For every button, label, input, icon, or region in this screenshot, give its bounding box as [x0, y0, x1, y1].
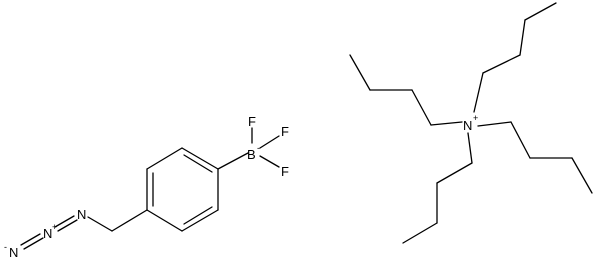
boron-fluorine-bond: [259, 135, 280, 149]
ring-bond: [181, 147, 219, 170]
charge-boron: -: [257, 143, 260, 153]
butyl-chain-bond: [477, 121, 512, 127]
butyl-chain-bond: [482, 54, 521, 74]
atom-label-nitrogen: N: [43, 226, 52, 241]
atom-label-nitrogen: N: [77, 207, 86, 222]
azide-double-bond: [23, 237, 44, 250]
butyl-chain-bond: [524, 2, 557, 21]
boron-fluorine-bond: [259, 155, 280, 168]
butyl-chain-bond: [519, 19, 526, 56]
atom-label-fluorine: F: [281, 124, 289, 139]
ring-methylene-bond: [111, 209, 148, 232]
ring-double-bond: [183, 206, 213, 225]
butyl-chain-bond: [467, 132, 473, 164]
methylene-nitrogen-bond: [87, 216, 113, 232]
ring-boron-bond: [217, 152, 249, 170]
charge-nitrogen: +: [52, 222, 57, 232]
ring-bond: [146, 147, 183, 170]
benzene-ring: [146, 147, 219, 232]
atom-label-nitrogen: N: [9, 245, 18, 260]
butyl-chain-bond: [510, 121, 531, 159]
atom-label-fluorine: F: [281, 164, 289, 179]
ring-bond: [146, 209, 183, 232]
atom-label-fluorine: F: [248, 114, 256, 129]
butyl-chain-bond: [349, 54, 371, 91]
atom-label-boron: B: [247, 147, 256, 162]
azide-double-bond: [57, 219, 78, 232]
butyl-chain-bond: [402, 222, 438, 244]
ring-double-bond: [183, 154, 213, 173]
butyl-chain-bond: [571, 157, 593, 194]
butyl-chain-bond: [473, 72, 484, 113]
charge-nitrogen: +: [473, 113, 478, 123]
azide-double-bond: [54, 215, 75, 228]
cation-molecule: N +: [349, 2, 593, 244]
ring-bond: [181, 209, 219, 232]
butyl-chain-bond: [430, 121, 463, 126]
atom-label-nitrogen: N: [463, 118, 472, 133]
charge-nitrogen: -: [4, 242, 7, 252]
butyl-chain-bond: [411, 89, 432, 126]
butyl-chain-bond: [436, 162, 473, 184]
azide-double-bond: [20, 233, 41, 246]
anion-molecule: B - F F F N N + N -: [4, 114, 289, 260]
